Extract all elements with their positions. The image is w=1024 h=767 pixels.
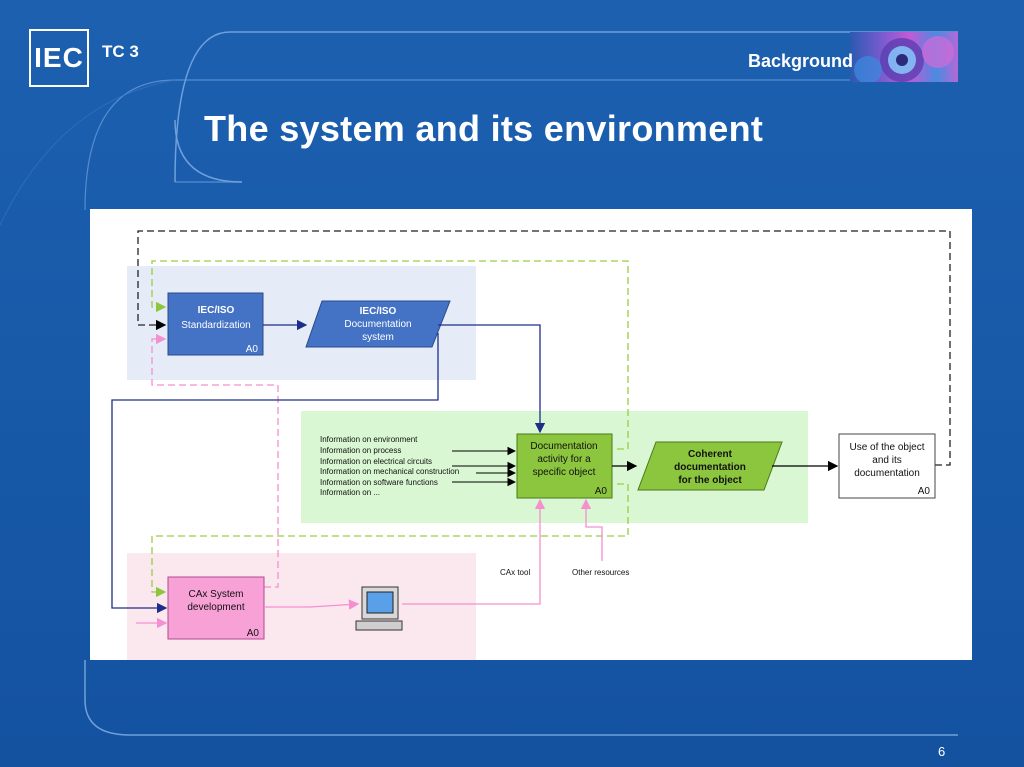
use-object-line2: and its	[872, 455, 901, 466]
cax-tool-label: CAx tool	[500, 568, 530, 577]
green-feedback-bottom	[151, 483, 629, 598]
use-object-tag: A0	[918, 486, 931, 497]
feedback-loop-arrow	[137, 230, 951, 466]
doc-system-line3: system	[362, 332, 394, 343]
arrow-resources-to-activity	[580, 498, 603, 561]
use-object-line3: documentation	[854, 468, 920, 479]
slide-title: The system and its environment	[204, 108, 764, 149]
coherent-doc-shape	[637, 441, 783, 491]
doc-activity-tag: A0	[595, 486, 608, 497]
input-label: Information on ...	[320, 488, 380, 497]
arrow-docsys-to-activity	[438, 324, 546, 434]
diagram-canvas: IEC/ISO Standardization A0 IEC/ISO Docum…	[111, 230, 951, 660]
iec-logo: IEC	[29, 29, 89, 87]
doc-system-shape	[305, 300, 451, 348]
section-label: Background	[748, 51, 854, 71]
decorative-artwork	[854, 36, 954, 82]
arrow-cax-to-computer	[264, 599, 360, 610]
cax-tag: A0	[247, 628, 260, 639]
doc-system-line1: IEC/ISO	[360, 306, 397, 317]
committee-label: TC 3	[102, 42, 139, 61]
doc-activity-line1: Documentation	[530, 441, 597, 452]
coherent-line2: documentation	[674, 462, 746, 473]
input-label: Information on electrical circuits	[320, 457, 432, 466]
section-banner-image	[850, 32, 958, 82]
cax-line1: CAx System	[188, 589, 243, 600]
input-label: Information on software functions	[320, 478, 438, 487]
use-object-line1: Use of the object	[849, 442, 924, 453]
cax-development-box	[167, 576, 265, 640]
information-inputs: Information on environment Information o…	[320, 435, 517, 497]
cax-line2: development	[187, 602, 244, 613]
standardization-box	[167, 292, 264, 356]
use-object-box	[838, 433, 936, 499]
input-label: Information on environment	[320, 435, 418, 444]
idef-diagram: IEC/ISO Standardization A0 IEC/ISO Docum…	[90, 209, 972, 660]
standardization-tag: A0	[246, 344, 259, 355]
other-resources-label: Other resources	[572, 568, 629, 577]
input-label: Information on mechanical construction	[320, 467, 459, 476]
input-label: Information on process	[320, 446, 401, 455]
doc-activity-line3: specific object	[533, 467, 596, 478]
standardization-line2: Standardization	[181, 320, 251, 331]
coherent-line1: Coherent	[688, 449, 733, 460]
arrow-caxtool-to-activity	[402, 498, 546, 605]
doc-activity-line2: activity for a	[537, 454, 591, 465]
computer-icon	[355, 586, 403, 631]
coherent-line3: for the object	[678, 475, 742, 486]
page-number: 6	[938, 744, 946, 759]
standardization-line1: IEC/ISO	[198, 305, 235, 316]
doc-system-line2: Documentation	[344, 319, 411, 330]
documentation-activity-box	[516, 433, 613, 499]
pink-feedback	[151, 333, 279, 588]
arrow-docsys-to-cax	[111, 333, 439, 614]
